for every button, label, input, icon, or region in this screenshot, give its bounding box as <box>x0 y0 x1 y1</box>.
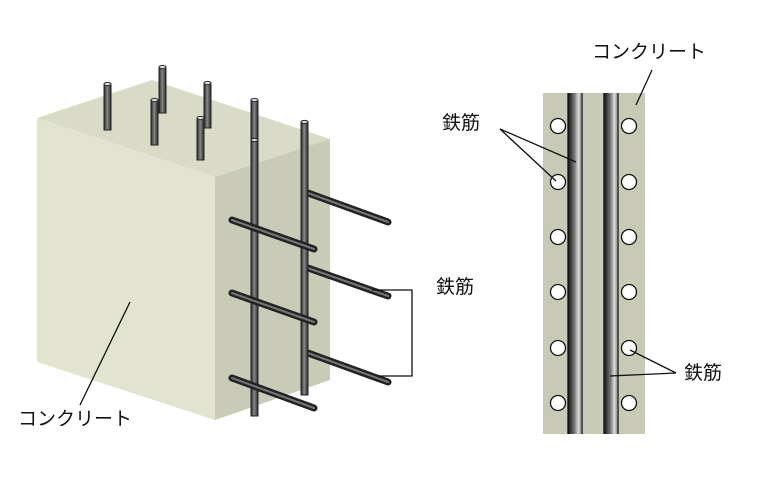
vertical-rebar <box>300 121 309 396</box>
rebar-stub <box>150 99 159 146</box>
rebar-stub <box>203 82 212 129</box>
right-rebar-label-bottom: 鉄筋 <box>684 362 723 384</box>
left-concrete-label: コンクリート <box>18 408 133 430</box>
rebar-stub <box>103 83 112 131</box>
wall-section <box>543 93 645 434</box>
front-horizontal-rebars <box>228 216 318 412</box>
wall-rebar-left <box>568 93 581 434</box>
right-concrete-label: コンクリート <box>592 41 707 63</box>
top-rebar-stubs <box>103 64 259 161</box>
right-leader-lines <box>499 69 677 377</box>
left-rebar-label: 鉄筋 <box>436 276 475 298</box>
rebar-stub <box>158 66 167 114</box>
rebar-stub <box>196 117 205 161</box>
concrete-leader <box>79 301 131 406</box>
rebar-cross-sections <box>549 117 638 412</box>
concrete-block <box>37 80 330 420</box>
wall-concrete <box>543 93 645 434</box>
rebar-bracket <box>372 289 413 377</box>
vertical-rebar <box>250 139 259 417</box>
back-horizontal-rebars <box>304 189 392 386</box>
vertical-rebars <box>250 119 309 417</box>
wall-rebar-right <box>604 93 617 434</box>
left-leader-lines <box>79 289 413 406</box>
right-rebar-label-top: 鉄筋 <box>442 112 481 134</box>
block-front-face <box>37 118 215 420</box>
